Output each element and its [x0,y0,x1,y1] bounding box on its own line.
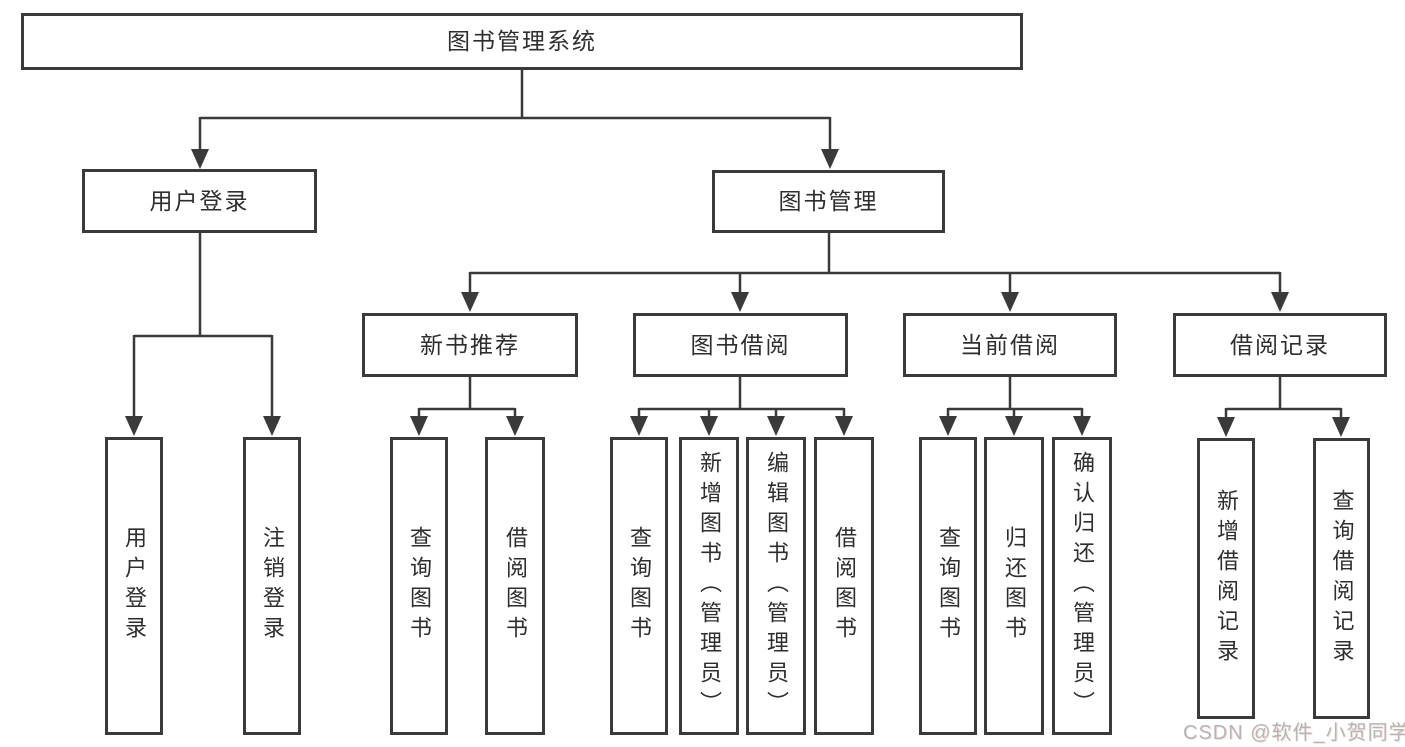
leaf-borrow-borrow-label: 借阅图书 [832,526,857,646]
leaf-user-login-label: 用户登录 [122,526,147,646]
edge-book-management-to-level3 [461,233,1289,312]
node-book-borrow-label: 图书借阅 [690,331,791,358]
edge-borrow-record-to-leaves [1217,377,1350,437]
leaf-borrow-edit-admin: 编辑图书（管理员） [746,437,806,735]
leaf-newbook-query-label: 查询图书 [407,526,432,646]
node-book-management: 图书管理 [712,170,945,233]
leaf-record-query: 查询借阅记录 [1313,438,1370,719]
node-current-borrow-label: 当前借阅 [960,331,1060,358]
node-book-borrow: 图书借阅 [633,313,848,377]
leaf-borrow-add-admin-label: 新增图书（管理员） [697,451,722,721]
leaf-record-query-label: 查询借阅记录 [1329,488,1355,669]
leaf-logout-label: 注销登录 [260,526,285,646]
node-new-book-recommend: 新书推荐 [362,313,578,377]
node-book-management-label: 图书管理 [778,188,879,214]
leaf-newbook-borrow-label: 借阅图书 [503,526,528,646]
leaf-current-return: 归还图书 [984,437,1044,735]
edge-new-book-to-leaves [410,377,524,436]
leaf-borrow-edit-admin-label: 编辑图书（管理员） [764,451,789,721]
leaf-borrow-add-admin: 新增图书（管理员） [679,437,739,735]
leaf-current-return-label: 归还图书 [1002,526,1027,646]
edge-book-borrow-to-leaves [630,377,853,436]
node-user-login: 用户登录 [82,169,317,233]
leaf-current-confirm-admin-label: 确认归还（管理员） [1070,451,1095,721]
leaf-current-query-label: 查询图书 [936,526,961,646]
leaf-newbook-query: 查询图书 [390,437,448,735]
leaf-logout: 注销登录 [243,437,301,735]
leaf-user-login: 用户登录 [105,437,163,735]
leaf-current-confirm-admin: 确认归还（管理员） [1052,437,1112,735]
edge-user-login-to-leaves [125,233,281,436]
leaf-record-add-label: 新增借阅记录 [1214,488,1239,669]
node-borrow-record: 借阅记录 [1173,313,1387,377]
node-user-login-label: 用户登录 [149,187,250,214]
node-root-label: 图书管理系统 [447,28,597,54]
leaf-current-query: 查询图书 [919,437,977,735]
node-current-borrow: 当前借阅 [903,313,1117,377]
leaf-borrow-borrow: 借阅图书 [814,437,874,735]
node-new-book-recommend-label: 新书推荐 [420,331,520,358]
node-borrow-record-label: 借阅记录 [1230,331,1330,358]
watermark-text: CSDN @软件_小贺同学 [1183,722,1405,744]
leaf-borrow-query-label: 查询图书 [627,526,652,646]
leaf-record-add: 新增借阅记录 [1197,438,1255,719]
leaf-newbook-borrow: 借阅图书 [485,437,545,735]
leaf-borrow-query: 查询图书 [610,437,668,735]
node-root: 图书管理系统 [21,13,1023,70]
edge-current-borrow-to-leaves [939,377,1091,436]
edge-root-to-level2 [191,70,839,169]
